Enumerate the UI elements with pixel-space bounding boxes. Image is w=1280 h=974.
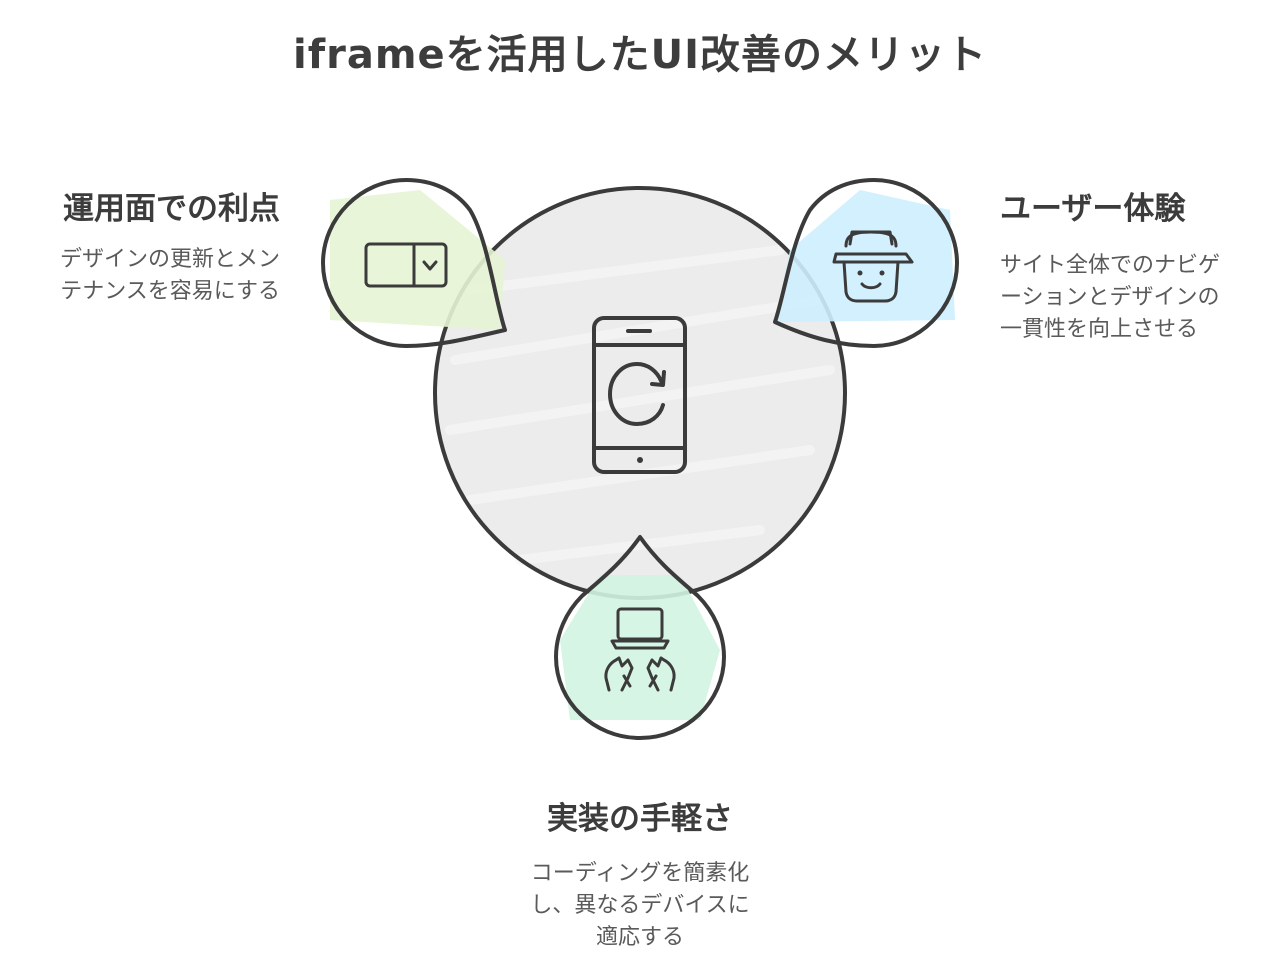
hat-face-icon bbox=[832, 230, 914, 303]
bottom-description-line: 適応する bbox=[595, 925, 684, 950]
phone-refresh-icon bbox=[592, 316, 687, 474]
bottom-description-line: コーディングを簡素化 bbox=[530, 861, 750, 886]
right-description-line: ーションとデザインの bbox=[1000, 285, 1220, 310]
laptop-typing-icon bbox=[604, 607, 676, 692]
left-description-line: テナンスを容易にする bbox=[60, 279, 280, 304]
left-heading: 運用面での利点 bbox=[63, 191, 280, 227]
right-heading: ユーザー体験 bbox=[1000, 191, 1186, 227]
diagram-title: iframeを活用したUI改善のメリット bbox=[292, 32, 987, 78]
left-description: デザインの更新とメン テナンスを容易にする bbox=[60, 244, 280, 308]
right-description-line: サイト全体でのナビゲ bbox=[1000, 253, 1221, 278]
bottom-heading: 実装の手軽さ bbox=[547, 801, 733, 837]
right-description-line: 一貫性を向上させる bbox=[1000, 317, 1199, 342]
left-description-line: デザインの更新とメン bbox=[59, 247, 280, 272]
bottom-description-line: し、異なるデバイスに bbox=[530, 893, 750, 918]
bottom-description: コーディングを簡素化 し、異なるデバイスに 適応する bbox=[340, 858, 940, 954]
right-description: サイト全体でのナビゲ ーションとデザインの 一貫性を向上させる bbox=[1000, 250, 1220, 346]
right-drop bbox=[773, 178, 959, 348]
dropdown-select-icon bbox=[364, 242, 448, 288]
left-drop bbox=[321, 178, 507, 348]
